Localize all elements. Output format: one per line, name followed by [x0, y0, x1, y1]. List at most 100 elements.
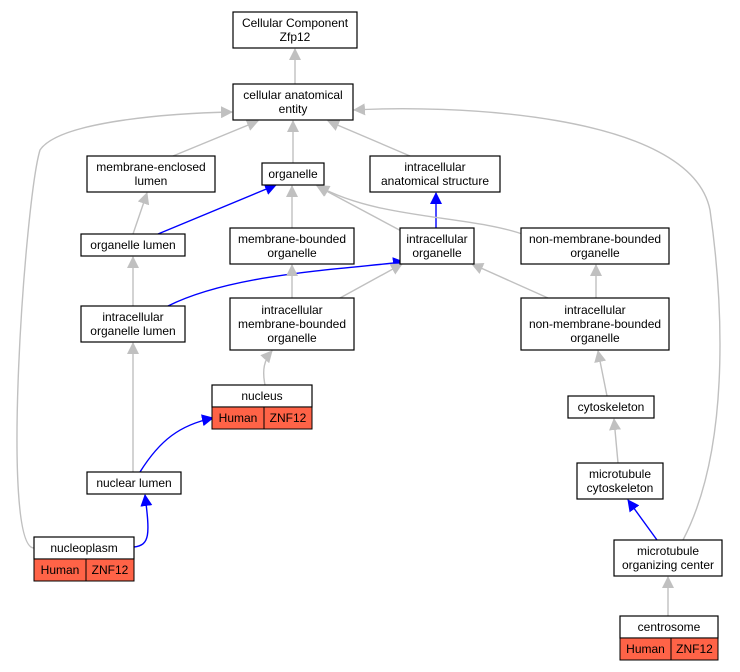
annotation-gene: ZNF12 — [270, 411, 307, 425]
annotation-row: Human ZNF12 — [211, 406, 313, 430]
go-term-label: nuclear lumen — [96, 476, 171, 490]
go-term-label: intracellular — [261, 303, 322, 317]
edge-is-a-nucleus-to-imbo — [260, 350, 273, 386]
go-term-box — [80, 233, 186, 257]
edge-is-a-mtoc-to-cae — [353, 103, 721, 541]
go-term-label: organelle — [570, 331, 620, 345]
go-term-label: nucleus — [241, 389, 282, 403]
edge-is-a-imbo-to-io — [339, 263, 403, 299]
go-term-label: cytoskeleton — [578, 400, 645, 414]
edge-is-a-nmbo-to-org — [317, 185, 526, 236]
edge-is-a-ias-to-cae — [327, 119, 411, 157]
go-term-box — [80, 305, 186, 343]
go-term-label: organelle — [267, 246, 317, 260]
go-term-label: organelle — [412, 246, 462, 260]
edge-part-of-orgl-to-org — [157, 183, 277, 235]
go-term-node-cyto[interactable]: cytoskeleton — [567, 395, 655, 419]
go-term-label: organelle lumen — [90, 324, 175, 338]
go-term-box — [399, 227, 475, 265]
go-term-label: cellular anatomical — [243, 88, 342, 102]
edge-is-a-io-to-org — [316, 185, 406, 234]
go-term-label: organelle — [267, 331, 317, 345]
go-term-box — [369, 155, 501, 193]
go-term-box — [576, 462, 664, 500]
go-term-label: membrane-enclosed — [96, 160, 205, 174]
edge-part-of-nlumen-to-nucleus — [139, 414, 214, 473]
edge-part-of-iol-to-io — [167, 257, 405, 307]
go-term-label: entity — [279, 102, 308, 116]
go-term-box — [86, 471, 182, 495]
edge-layer — [16, 48, 721, 616]
edge-is-a-nucleoplasm-to-cae — [16, 106, 233, 549]
go-term-label: nucleoplasm — [50, 541, 117, 555]
go-term-label: Cellular Component — [242, 16, 349, 30]
go-term-label: centrosome — [638, 620, 701, 634]
go-term-label: intracellular — [102, 310, 163, 324]
go-term-label: microtubule — [637, 544, 699, 558]
go-term-box — [520, 227, 670, 265]
annotation-row: Human ZNF12 — [619, 637, 719, 661]
edge-is-a-mel-to-cae — [172, 119, 259, 157]
go-term-label: intracellular — [406, 232, 467, 246]
annotation-species: Human — [626, 642, 665, 656]
edge-is-a-cyto-to-inmbo — [594, 350, 608, 397]
go-term-label: organelle lumen — [90, 238, 175, 252]
annotation-gene: ZNF12 — [676, 642, 713, 656]
go-term-node-orgl[interactable]: organelle lumen — [80, 233, 186, 257]
annotation-gene-cell — [670, 637, 719, 661]
go-term-label: intracellular — [404, 160, 465, 174]
go-term-box — [86, 155, 216, 193]
go-term-node-org[interactable]: organelle — [261, 162, 325, 186]
go-term-box — [232, 83, 354, 121]
go-term-label: organelle — [268, 167, 318, 181]
go-term-label: non-membrane-bounded — [529, 232, 661, 246]
go-term-box — [520, 297, 670, 351]
go-term-label: cytoskeleton — [587, 481, 654, 495]
go-term-label: membrane-bounded — [238, 317, 346, 331]
go-term-node-inmbo[interactable]: intracellularnon-membrane-boundedorganel… — [520, 297, 670, 351]
edge-part-of-nucleoplasm-to-nlumen — [133, 494, 153, 548]
go-term-label: anatomical structure — [381, 174, 489, 188]
go-term-box — [613, 539, 723, 577]
annotation-gene: ZNF12 — [92, 563, 129, 577]
edge-part-of-mtoc-to-mtcyto — [627, 499, 658, 541]
go-term-label: microtubule — [589, 467, 651, 481]
go-term-label: organizing center — [622, 558, 714, 572]
edge-is-a-inmbo-to-io — [471, 263, 549, 299]
edge-is-a-mtcyto-to-cyto — [609, 418, 621, 464]
go-term-label: organelle — [570, 246, 620, 260]
go-term-box — [229, 297, 355, 351]
annotation-species: Human — [41, 563, 80, 577]
go-term-label: Zfp12 — [280, 30, 311, 44]
annotation-gene-cell — [263, 406, 313, 430]
go-term-label: lumen — [135, 174, 168, 188]
go-term-box — [232, 11, 358, 49]
go-term-label: non-membrane-bounded — [529, 317, 661, 331]
go-term-box — [229, 227, 355, 265]
annotation-gene-cell — [85, 558, 135, 582]
go-term-box — [261, 162, 325, 186]
go-term-label: intracellular — [564, 303, 625, 317]
go-term-box — [567, 395, 655, 419]
go-term-label: membrane-bounded — [238, 232, 346, 246]
go-term-node-nlumen[interactable]: nuclear lumen — [86, 471, 182, 495]
annotation-row: Human ZNF12 — [33, 558, 135, 582]
annotation-species: Human — [219, 411, 258, 425]
edge-is-a-orgl-to-mel — [132, 192, 150, 235]
